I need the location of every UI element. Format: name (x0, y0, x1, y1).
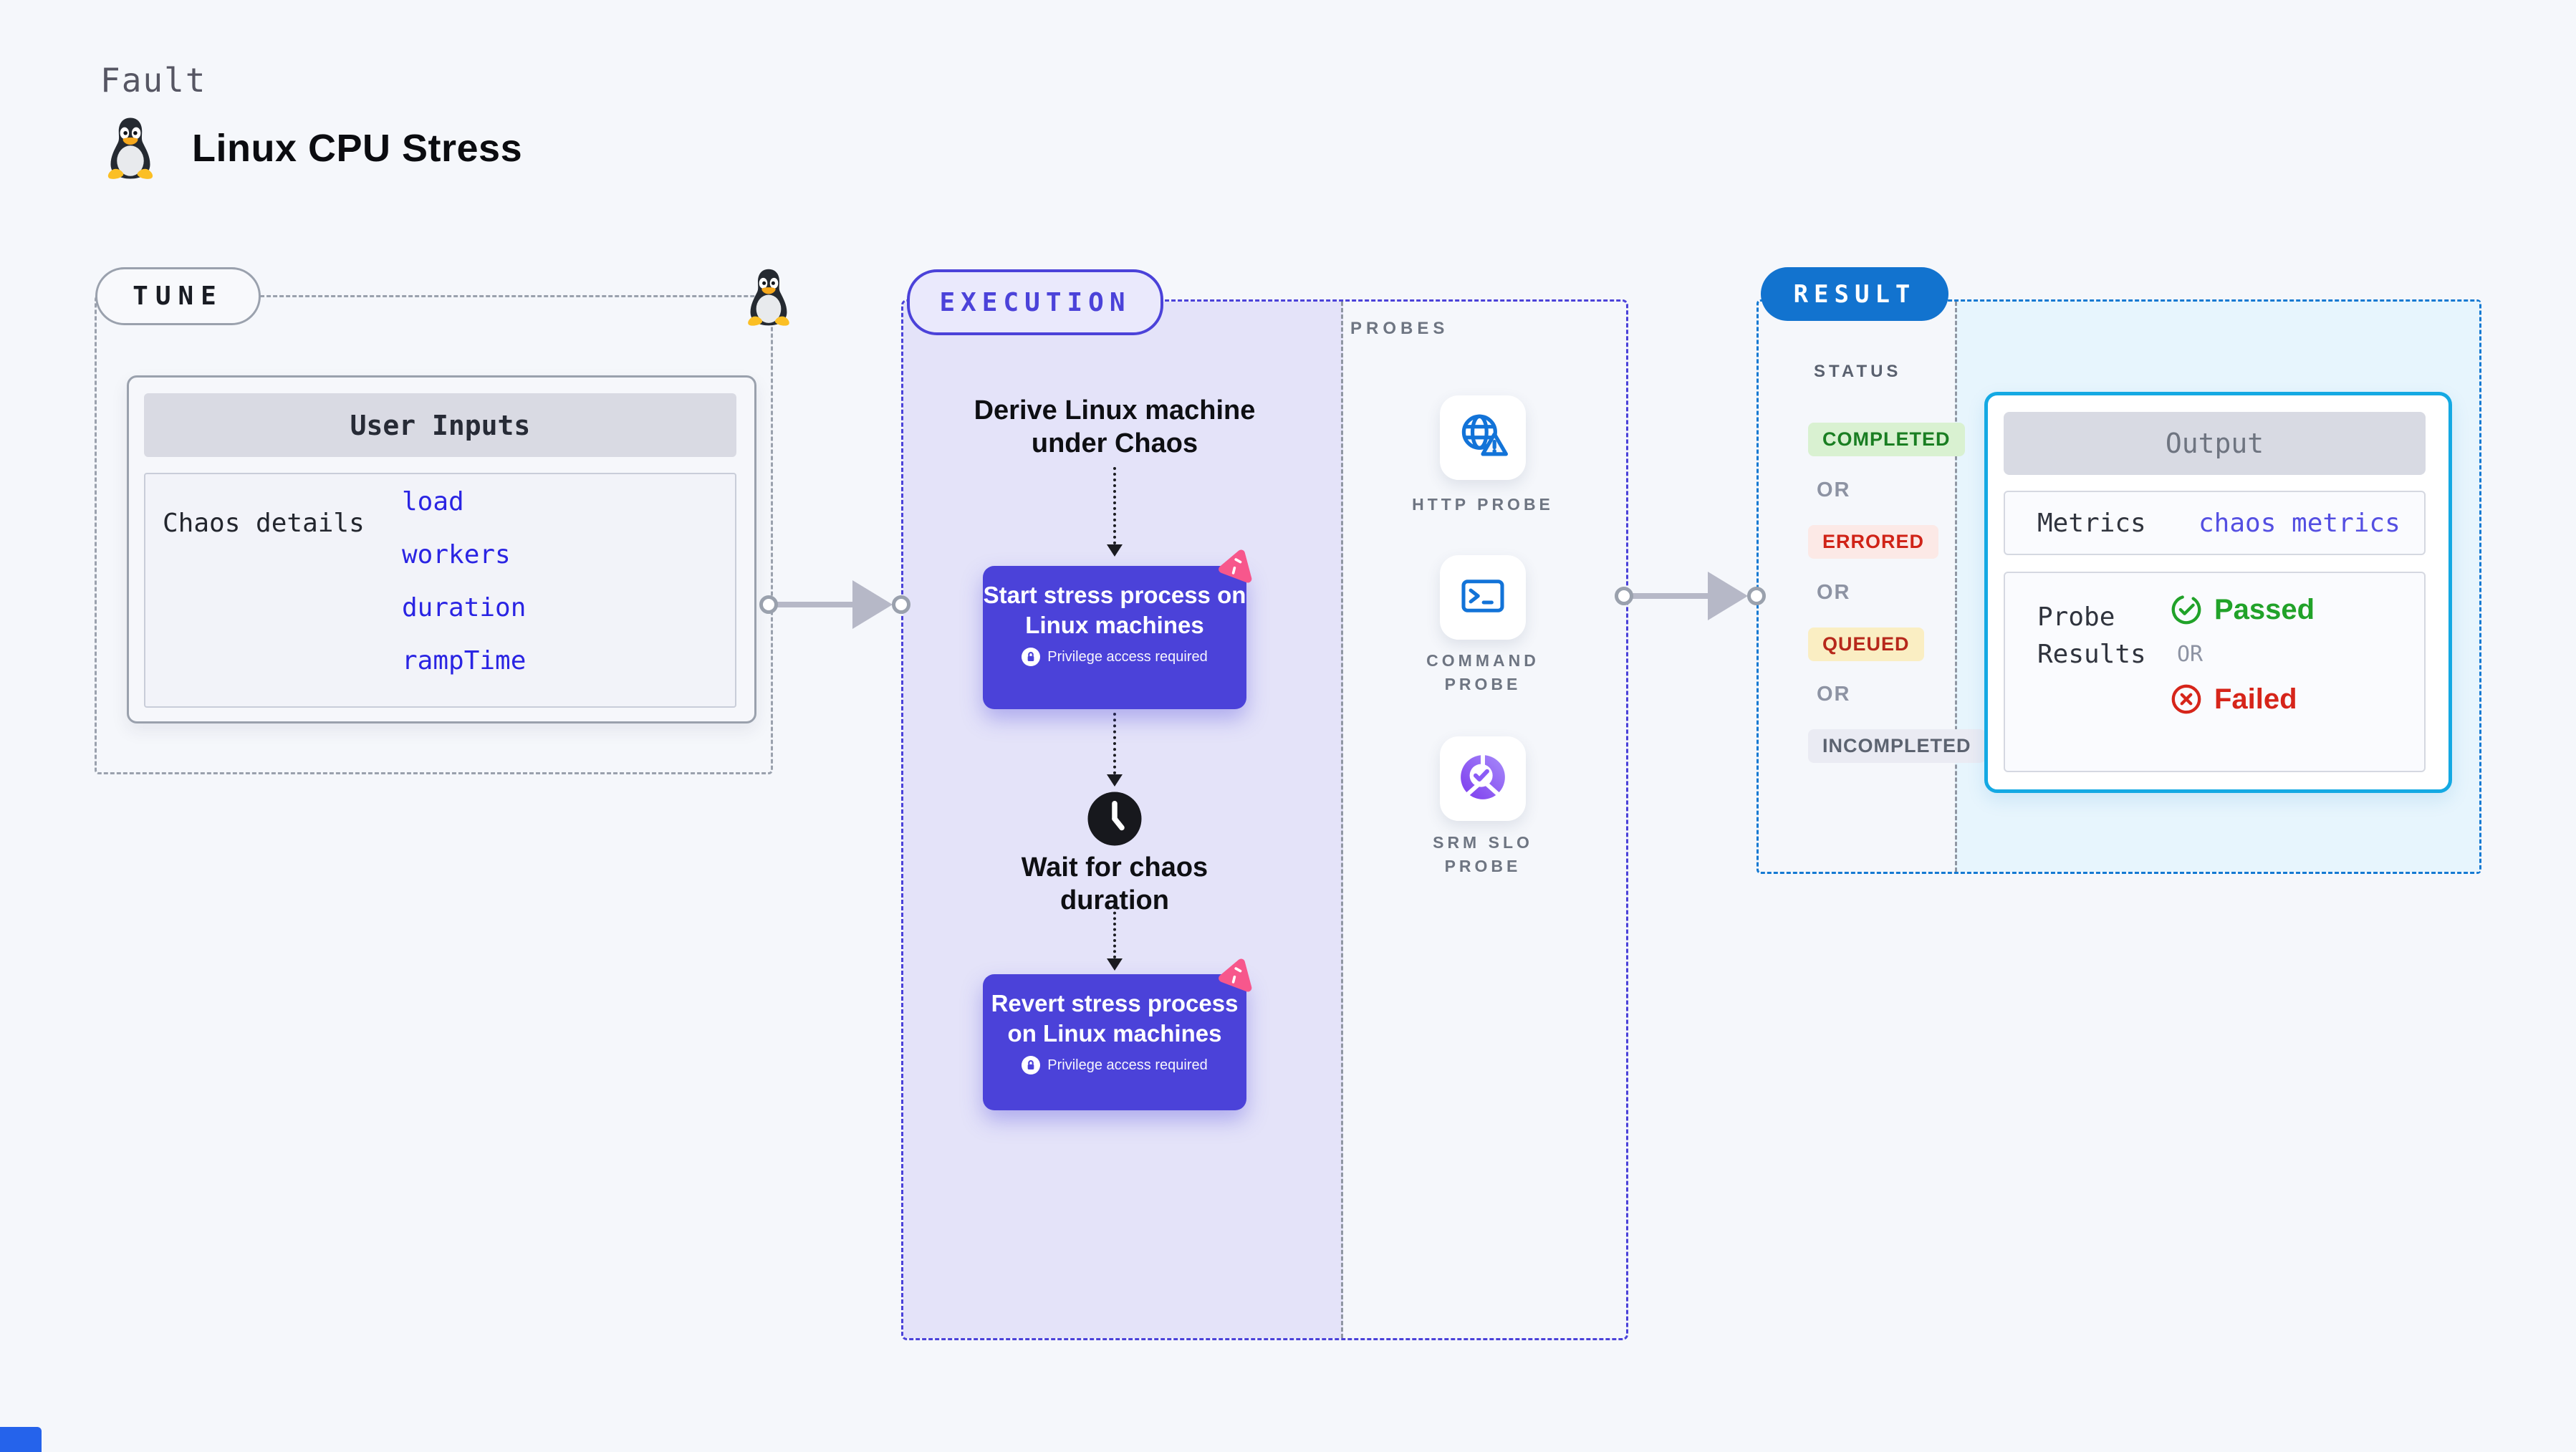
status-heading: STATUS (1814, 362, 1902, 381)
user-inputs-header: User Inputs (144, 393, 736, 457)
probe-card-srm-slo (1440, 736, 1526, 821)
result-badge: RESULT (1761, 267, 1948, 321)
privilege-note: Privilege access required (1047, 648, 1208, 665)
dotted-arrow (1113, 906, 1116, 958)
connector-arrowhead-icon (852, 580, 893, 629)
revert-stress-label: Revert stress process on Linux machines (991, 990, 1239, 1047)
globe-alert-icon (1456, 410, 1509, 466)
metrics-value-link[interactable]: chaos metrics (2198, 508, 2400, 538)
slo-donut-icon (1456, 750, 1510, 808)
terminal-icon (1457, 570, 1509, 625)
connector-line (1633, 593, 1711, 599)
probe-label-command: COMMAND PROBE (1426, 651, 1539, 693)
probe-results-row: Probe Results Passed OR (2004, 572, 2426, 772)
dotted-arrowhead-icon (1107, 958, 1123, 971)
chaos-pinwheel-icon (1218, 547, 1256, 589)
page-title: Linux CPU Stress (192, 127, 523, 170)
start-stress-step: Start stress process on Linux machines P… (983, 566, 1246, 709)
status-badge-queued: QUEUED (1808, 628, 1924, 661)
check-circle-icon (2170, 593, 2203, 626)
start-stress-label: Start stress process on Linux machines (983, 582, 1246, 638)
linux-tux-icon (102, 115, 159, 182)
user-inputs-card: User Inputs Chaos details load workers d… (127, 375, 756, 723)
dotted-arrowhead-icon (1107, 774, 1123, 787)
or-separator: OR (1817, 683, 1851, 706)
lock-icon (1022, 1056, 1041, 1074)
probe-label-http: HTTP PROBE (1412, 495, 1554, 514)
execution-badge: EXECUTION (907, 269, 1163, 335)
derive-step-label: Derive Linux machine under Chaos (974, 395, 1256, 458)
dotted-arrow (1113, 467, 1116, 544)
user-inputs-body: Chaos details load workers duration ramp… (144, 473, 736, 708)
connector-dot (892, 595, 910, 614)
tune-badge: TUNE (95, 267, 261, 325)
connector-dot (1747, 587, 1766, 605)
fault-label: Fault (100, 61, 207, 100)
chaos-details-label: Chaos details (163, 509, 365, 538)
passed-verdict: Passed (2170, 593, 2315, 626)
cutoff-blue-element (0, 1427, 42, 1452)
tux-corner-icon (742, 266, 795, 332)
status-badge-errored: ERRORED (1808, 525, 1939, 559)
connector-dot (759, 595, 778, 614)
dotted-arrow (1113, 713, 1116, 774)
metrics-label: Metrics (2037, 508, 2146, 538)
probe-card-command (1440, 555, 1526, 640)
wait-clock-icon (1086, 790, 1143, 851)
param-link-duration[interactable]: duration (402, 593, 527, 622)
or-separator: OR (1817, 581, 1851, 604)
output-card: Output Metrics chaos metrics Probe Resul… (1984, 392, 2452, 793)
probe-label-srm-slo: SRM SLO PROBE (1433, 833, 1533, 875)
connector-arrowhead-icon (1708, 572, 1748, 620)
execution-section (901, 299, 1628, 1340)
param-link-workers[interactable]: workers (402, 540, 511, 569)
param-link-load[interactable]: load (402, 487, 464, 516)
failed-verdict: Failed (2170, 683, 2297, 716)
connector-line (777, 602, 856, 607)
param-link-ramptime[interactable]: rampTime (402, 646, 527, 675)
or-separator: OR (2177, 642, 2203, 667)
tune-section (95, 295, 773, 774)
chaos-pinwheel-icon (1218, 956, 1256, 998)
or-separator: OR (1817, 479, 1851, 501)
connector-dot (1615, 587, 1633, 605)
metrics-row: Metrics chaos metrics (2004, 491, 2426, 555)
status-badge-incompleted: INCOMPLETED (1808, 729, 1986, 763)
probe-results-label: Probe Results (2037, 602, 2146, 669)
output-header: Output (2004, 412, 2426, 475)
probes-heading: PROBES (1350, 319, 1449, 338)
failed-label: Failed (2214, 683, 2297, 715)
revert-stress-step: Revert stress process on Linux machines … (983, 974, 1246, 1110)
privilege-note: Privilege access required (1047, 1057, 1208, 1073)
lock-icon (1022, 648, 1041, 666)
dotted-arrowhead-icon (1107, 544, 1123, 557)
probe-card-http (1440, 395, 1526, 480)
status-badge-completed: COMPLETED (1808, 423, 1965, 456)
x-circle-icon (2170, 683, 2203, 716)
passed-label: Passed (2214, 593, 2315, 625)
